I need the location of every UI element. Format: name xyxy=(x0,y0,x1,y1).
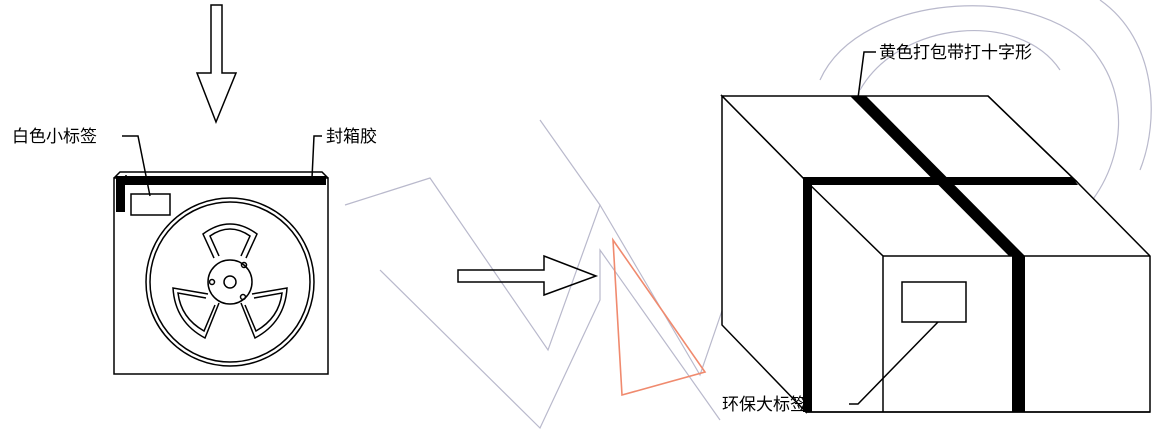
eco-large-label-rect xyxy=(901,281,967,323)
watermark-c-outer xyxy=(819,5,1120,231)
watermark-w-inner xyxy=(379,248,721,430)
strap-vertical-front xyxy=(1012,256,1025,412)
white-small-label-leader xyxy=(122,135,151,197)
eco-large-label-leader xyxy=(849,321,939,405)
strap-diagonal xyxy=(850,96,1025,256)
white-small-label-text: 白色小标签 xyxy=(12,127,97,147)
watermark-red-triangle xyxy=(612,237,707,397)
watermark-diag xyxy=(539,119,601,206)
carton xyxy=(720,94,1151,414)
reel-box-front xyxy=(113,177,329,375)
yellow-strap-text: 黄色打包带打十字形 xyxy=(879,43,1032,63)
watermark-c-right xyxy=(1099,0,1152,171)
reel-box xyxy=(113,171,329,375)
right-arrow-icon xyxy=(457,254,599,297)
sealing-tape-text: 封箱胶 xyxy=(326,127,377,147)
white-small-label-rect xyxy=(130,193,171,216)
reel-icon xyxy=(145,197,315,367)
strap-leader xyxy=(857,51,876,99)
strap-horizontal-top xyxy=(803,177,1078,185)
strap-vertical-left xyxy=(803,177,812,412)
sealing-tape-band xyxy=(116,176,326,185)
watermark-c-mid xyxy=(859,30,1061,91)
down-arrow-icon xyxy=(195,4,238,125)
eco-large-label-text: 环保大标签 xyxy=(722,395,807,415)
sealing-tape-leader xyxy=(311,135,322,179)
